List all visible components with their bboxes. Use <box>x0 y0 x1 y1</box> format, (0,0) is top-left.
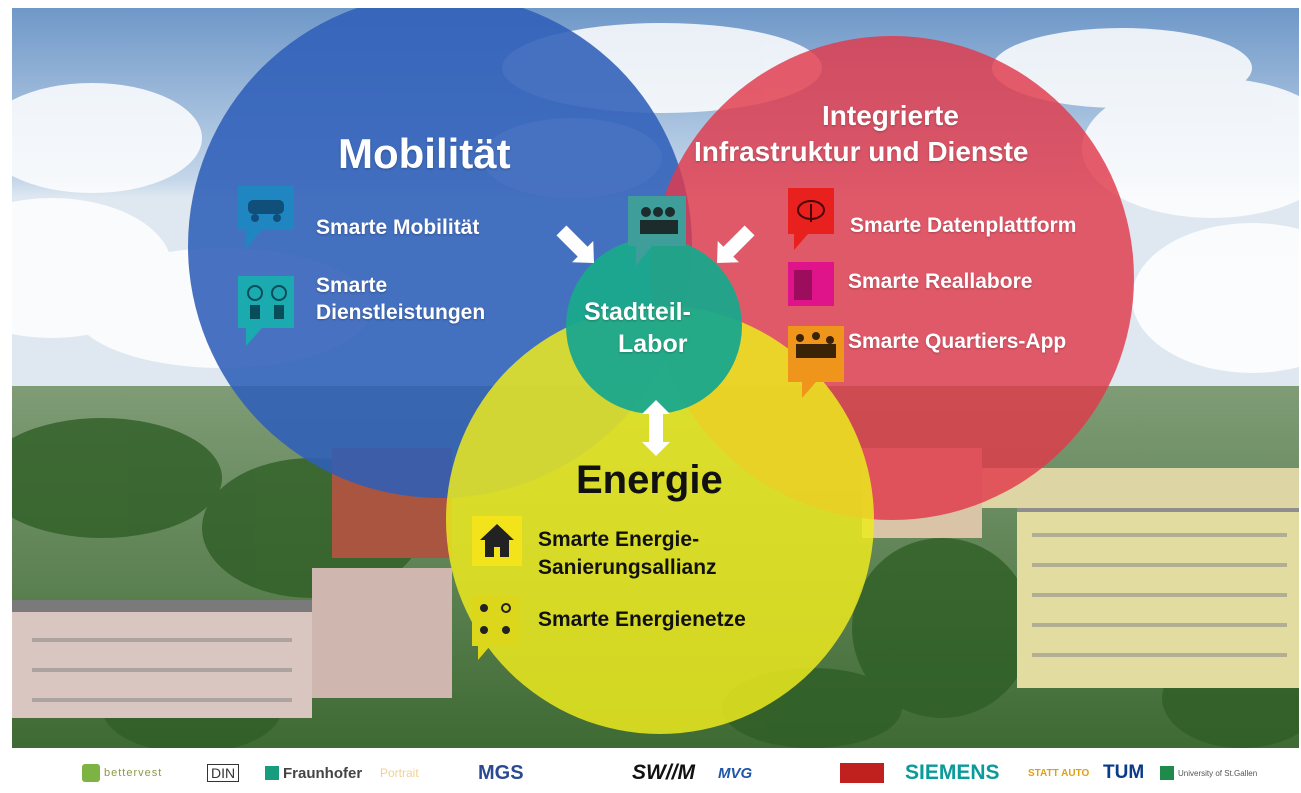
energy-title: Energie <box>576 458 723 502</box>
energy-circle <box>446 306 874 734</box>
partner-logo-tum: TUM <box>1103 762 1145 783</box>
arrow-right-icon <box>717 225 755 263</box>
quarter-app-icon <box>788 326 844 398</box>
infra-item-data-platform: Smarte Datenplattform <box>850 214 1077 237</box>
arrow-left-icon <box>556 225 594 263</box>
energy-grid-icon <box>472 596 520 660</box>
diagram-scene: Mobilität Smarte Mobilität Smarte Dienst… <box>12 8 1299 748</box>
building-windows <box>32 533 1287 702</box>
partner-logo-stgallen: University of St.Gallen <box>1160 762 1257 784</box>
partner-logo-bettervest: bettervest <box>82 762 162 784</box>
people-meeting-icon <box>628 196 686 266</box>
partner-logo-stattauto: STATT AUTO <box>1028 767 1090 779</box>
data-platform-icon <box>788 188 834 250</box>
clouds <box>12 23 1299 373</box>
partner-logo-mgs: MGS <box>478 761 524 784</box>
red-logo-icon <box>840 763 884 783</box>
infrastructure-title-line2: Infrastruktur und Dienste <box>694 136 1029 167</box>
infra-item-quarter-app: Smarte Quartiers-App <box>848 330 1067 353</box>
energy-item-alliance-line2: Sanierungsallianz <box>538 556 717 579</box>
center-label-line1: Stadtteil- <box>584 298 691 326</box>
partner-logo-portrait: Portrait <box>380 766 419 780</box>
partner-logos-bar: bettervest DIN Fraunhofer Portrait MGS S… <box>0 752 1301 793</box>
background-and-circles <box>12 8 1299 748</box>
living-lab-icon <box>788 262 834 306</box>
arrow-vertical-icon <box>642 400 670 456</box>
energy-item-alliance-line1: Smarte Energie- <box>538 528 700 551</box>
partner-logo-din: DIN <box>207 762 240 784</box>
infrastructure-title-line1: Integrierte <box>822 100 959 131</box>
fraunhofer-mark-icon <box>265 766 279 780</box>
partner-logo-swm: SW//M <box>632 761 695 784</box>
mobility-title: Mobilität <box>338 130 511 177</box>
partner-logo-mvg: MVG <box>718 764 753 782</box>
house-icon <box>472 516 522 566</box>
mobility-item-smart-mobility: Smarte Mobilität <box>316 216 480 239</box>
car-icon <box>238 186 294 248</box>
stgallen-mark-icon <box>1160 766 1174 780</box>
partner-logo-siemens: SIEMENS <box>905 761 1000 784</box>
mobility-item-services-line2: Dienstleistungen <box>316 301 486 324</box>
energy-item-grids: Smarte Energienetze <box>538 608 746 631</box>
services-icon <box>238 276 294 346</box>
partner-logo-red-block <box>840 762 884 784</box>
mobility-item-services-line1: Smarte <box>316 274 388 297</box>
partner-logo-fraunhofer: Fraunhofer <box>265 762 362 784</box>
plant-icon <box>82 764 100 782</box>
center-circle <box>566 238 742 414</box>
center-label-line2: Labor <box>618 330 688 358</box>
infra-item-living-labs: Smarte Reallabore <box>848 270 1033 293</box>
